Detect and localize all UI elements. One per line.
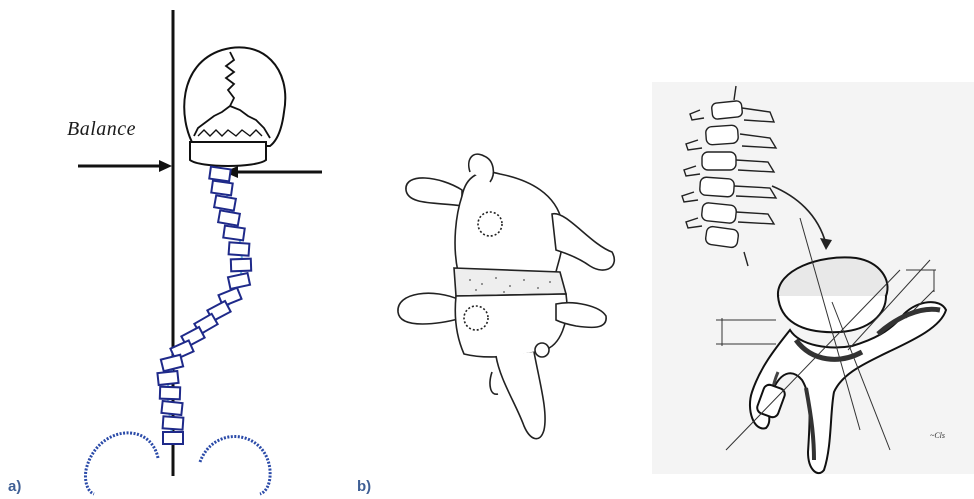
balance-arrow-left xyxy=(78,160,172,172)
balance-arrow-right xyxy=(224,166,322,178)
panel-a-label: a) xyxy=(8,478,21,495)
balance-label: Balance xyxy=(67,118,136,141)
skull xyxy=(184,47,285,166)
vertebrae xyxy=(157,167,251,444)
panel-a-drawing xyxy=(78,10,322,494)
panel-b-vertebrae xyxy=(398,154,614,439)
panel-b-label: b) xyxy=(357,478,371,495)
panel-c-detail xyxy=(652,82,974,474)
artist-signature: ~Cls xyxy=(930,431,945,440)
